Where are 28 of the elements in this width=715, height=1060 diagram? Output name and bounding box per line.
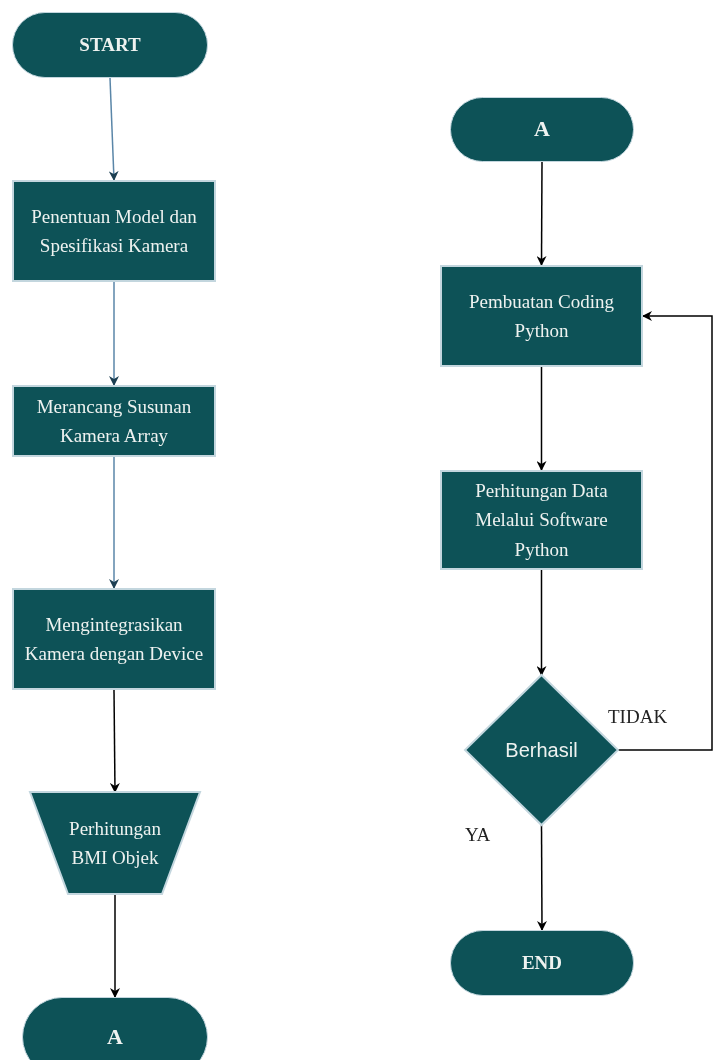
arrow (536, 569, 547, 676)
node-label: END (521, 951, 563, 976)
node-label: Perhitungan Data Melalui Software Python (474, 478, 609, 562)
node-label: Berhasil (505, 737, 578, 763)
node-label: Penentuan Model dan Spesifikasi Kamera (30, 204, 198, 258)
arrow (617, 311, 713, 751)
process-box (440, 265, 643, 367)
node-label: START (79, 33, 141, 58)
node-label: Pembuatan Coding Python (467, 289, 616, 343)
arrow (536, 161, 547, 266)
node-label: A (107, 1022, 123, 1051)
node-label: A (534, 115, 550, 144)
arrow (110, 893, 120, 998)
terminal-pill (22, 997, 208, 1060)
process-box (12, 385, 216, 457)
arrow (536, 824, 547, 931)
arrow (109, 281, 119, 386)
node-label: Mengintegrasikan Kamera dengan Device (23, 612, 205, 666)
manual-operation-trapezoid (30, 792, 200, 894)
process-box (440, 470, 643, 570)
node-label: Perhitungan BMI Objek (68, 816, 162, 870)
process-box (12, 180, 216, 282)
arrow (109, 456, 119, 589)
arrow (109, 689, 120, 793)
process-box (12, 588, 216, 690)
arrow (536, 366, 547, 471)
arrow (108, 77, 119, 181)
node-label: Merancang Susunan Kamera Array (35, 394, 193, 448)
